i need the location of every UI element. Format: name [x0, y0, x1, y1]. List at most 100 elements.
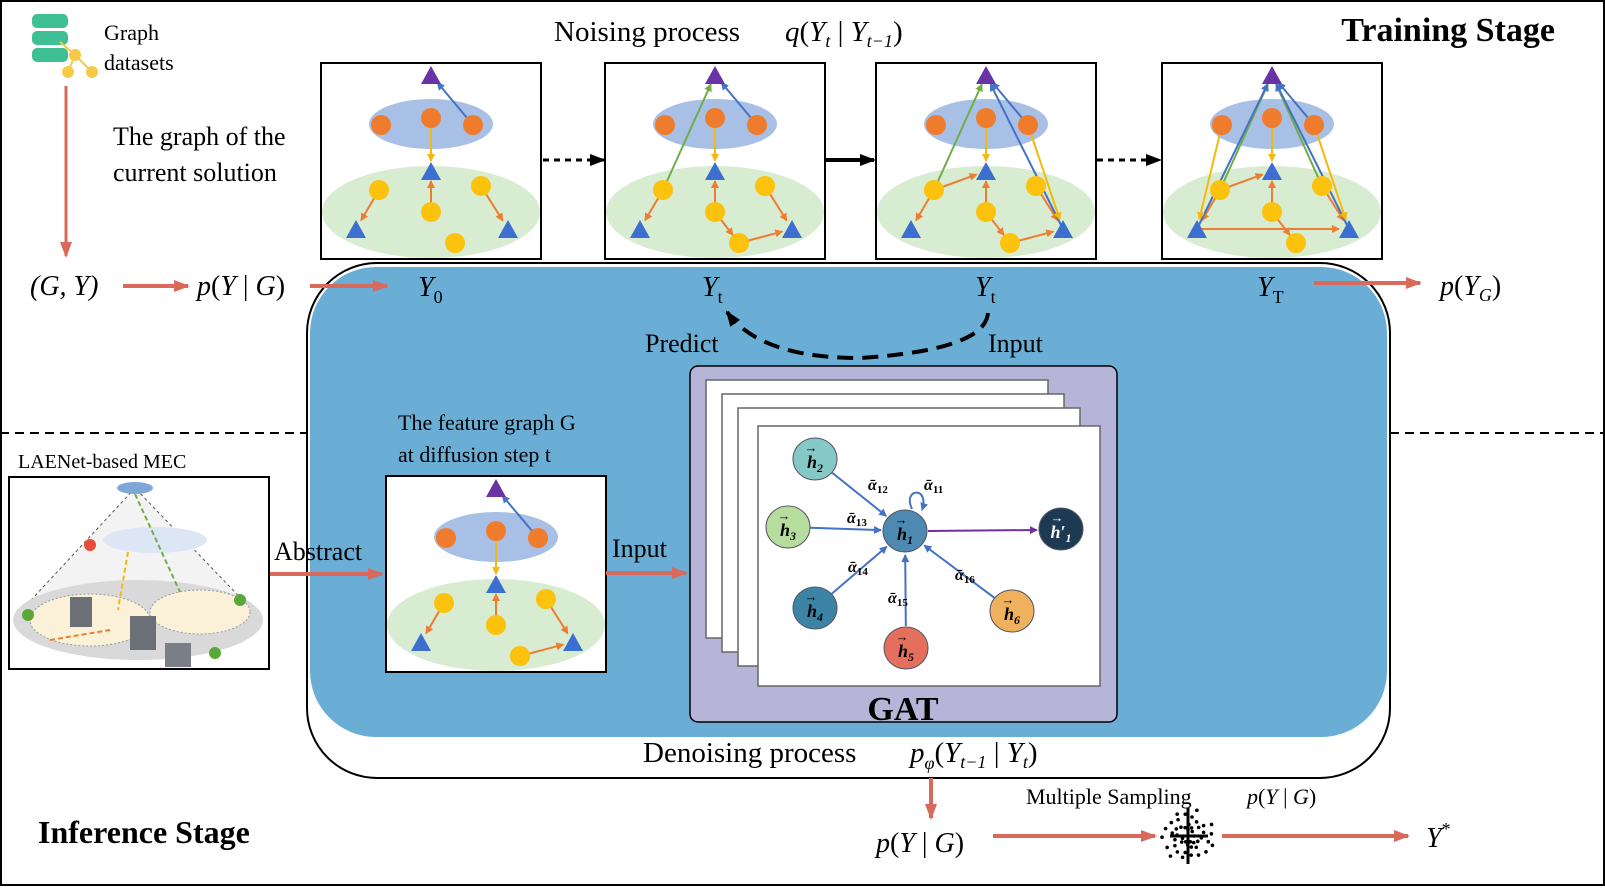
- vector-arrow-mark: →: [805, 589, 818, 604]
- attention-edge: [809, 525, 883, 534]
- vector-arrow-mark: →: [778, 508, 791, 523]
- graph-edge: [1275, 83, 1323, 187]
- uav-node-triangle: [901, 220, 921, 238]
- gat-title: GAT: [867, 691, 938, 728]
- gy-label: (G, Y): [30, 271, 98, 302]
- feature-graph-line1: The feature graph G: [398, 410, 576, 435]
- device-node: [729, 233, 749, 253]
- server-node: [421, 108, 441, 128]
- server-node: [371, 115, 391, 135]
- graph-panel: [1161, 62, 1383, 260]
- sample-dot: [1196, 853, 1201, 857]
- abstract-label: Abstract: [274, 537, 363, 566]
- vector-arrow-mark: →: [805, 440, 818, 455]
- laenet-illustration: [8, 476, 270, 670]
- device-node: [369, 180, 389, 200]
- input-top-label: Input: [988, 329, 1044, 358]
- server-node: [976, 108, 996, 128]
- sample-dot: [1189, 826, 1194, 830]
- denoising-title: Denoising process: [643, 737, 856, 769]
- server-node: [436, 528, 456, 548]
- device-node: [434, 593, 454, 613]
- graph-panel: [604, 62, 826, 260]
- graph-edge: [1197, 124, 1223, 221]
- sample-dot: [1183, 850, 1188, 855]
- graph-edge: [1275, 83, 1350, 230]
- cloud-node-triangle: [421, 66, 441, 84]
- sample-dot: [1190, 829, 1195, 834]
- sample-dot: [1179, 840, 1184, 844]
- sample-dot: [1206, 839, 1211, 844]
- device-node: [653, 180, 673, 200]
- bottom-pyg-label: p(Y | G): [874, 828, 964, 859]
- gat-node-h4: [792, 586, 838, 630]
- cloud-node-triangle: [1262, 66, 1282, 84]
- multiple-sampling-text: Multiple Sampling: [1026, 784, 1192, 809]
- server-node: [486, 521, 506, 541]
- sample-dot: [1163, 826, 1168, 831]
- device-node: [976, 202, 996, 222]
- device-node: [1026, 176, 1046, 196]
- server-node: [1304, 115, 1324, 135]
- graph-edge: [933, 83, 983, 191]
- sample-dot: [1189, 853, 1194, 857]
- graph-edge: [662, 83, 712, 191]
- graph-label-line1: The graph of the: [113, 122, 286, 151]
- database-icon: [32, 14, 98, 78]
- uav-node-triangle: [346, 220, 366, 238]
- gat-node-h1p: [1038, 507, 1084, 551]
- sample-dot: [1183, 812, 1188, 816]
- gat-node-h2: [792, 437, 838, 481]
- graph-datasets-line1: Graph: [104, 20, 159, 45]
- sample-dot: [1209, 822, 1214, 827]
- top-graph-panels: [320, 62, 1383, 260]
- attention-edge: [831, 545, 888, 595]
- feature-graph-panel: [385, 475, 607, 673]
- laenet-label: LAENet-based MEC: [18, 451, 186, 473]
- cloud-node-triangle: [486, 479, 506, 497]
- sample-dot: [1196, 825, 1201, 830]
- device-node: [924, 180, 944, 200]
- sample-dot: [1168, 854, 1173, 858]
- uav-node-triangle: [1339, 220, 1359, 238]
- sample-dot: [1175, 812, 1179, 816]
- input-mid-label: Input: [612, 534, 668, 563]
- device-node: [1210, 180, 1230, 200]
- uav-node-triangle: [630, 220, 650, 238]
- attention-edge: [923, 544, 995, 599]
- multiple-sampling-label: Multiple Sampling: [1026, 784, 1192, 809]
- sample-dot: [1201, 823, 1206, 828]
- uav-node-triangle: [563, 633, 583, 651]
- uav-node-triangle: [1187, 220, 1207, 238]
- server-node: [655, 115, 675, 135]
- graph-edge: [989, 83, 1064, 230]
- sample-dot: [1195, 839, 1200, 844]
- yt-label-a: Yt: [702, 272, 723, 307]
- sample-dot: [1169, 820, 1174, 825]
- cloud-node-triangle: [705, 66, 725, 84]
- feature-graph-line1-text: The feature graph G: [398, 410, 576, 435]
- uav-node-triangle: [976, 162, 996, 180]
- device-node: [510, 646, 530, 666]
- graph-label-line2: current solution: [113, 158, 277, 187]
- sample-dot: [1190, 815, 1194, 819]
- graph-panel: [320, 62, 542, 260]
- device-node: [705, 202, 725, 222]
- device-node: [1000, 233, 1020, 253]
- uav-node-triangle: [411, 633, 431, 651]
- device-node: [1262, 202, 1282, 222]
- graph-edge: [1313, 124, 1348, 221]
- sample-dot: [1210, 843, 1215, 848]
- sample-dot: [1195, 808, 1199, 813]
- server-node: [747, 115, 767, 135]
- output-edge: [927, 526, 1038, 535]
- uav-node-triangle: [421, 162, 441, 180]
- sample-dot: [1180, 836, 1185, 841]
- server-node: [1212, 115, 1232, 135]
- uav-node-triangle: [498, 220, 518, 238]
- denoising-label: Denoising process: [643, 737, 856, 769]
- sampling-icon: [1160, 808, 1215, 864]
- sample-dot: [1170, 831, 1175, 835]
- server-node: [463, 115, 483, 135]
